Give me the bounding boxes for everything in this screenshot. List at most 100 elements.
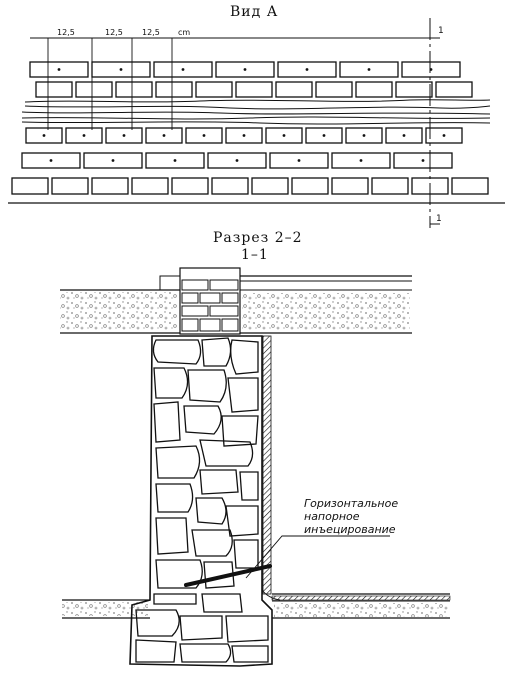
brick [145,127,183,144]
injection-point [421,159,425,162]
section-mark-top: 1 [438,26,444,36]
rubble-stone [153,367,189,399]
brick [331,152,391,169]
injection-point [162,134,166,137]
brick [91,61,151,78]
injection-point [367,68,371,71]
rubble-stone [179,643,232,663]
section-view [60,267,451,667]
brick [345,127,383,144]
brick [155,81,193,98]
brick [411,177,449,195]
brick [277,61,337,78]
rubble-stone [135,609,180,637]
brick [51,177,89,195]
brick [395,81,433,98]
injection-point [359,159,363,162]
brick [75,81,113,98]
upper-bricks [181,279,239,332]
dimension-label-3: 12,5 [142,28,160,37]
injection-point [362,134,366,137]
brick [451,177,489,195]
injection-note-line-1: Горизонтальное [304,497,399,510]
injection-point [111,159,115,162]
brick [131,177,169,195]
brick [355,81,393,98]
brick [269,152,329,169]
rubble-stone [201,593,243,613]
injection-point [122,134,126,137]
section-title: Разрез 2–2 [213,230,303,246]
injection-point [181,68,185,71]
rubble-stone [153,401,181,443]
injection-note-line-2: напорное [304,510,360,523]
brick-wall [11,61,489,195]
plaster-band-2 [24,105,491,110]
plaster-band-5 [21,121,491,125]
brick [209,279,239,291]
brick [221,292,239,304]
brick [195,81,233,98]
brick [185,127,223,144]
injection-point [322,134,326,137]
injection-point [235,159,239,162]
dimension-label-2: 12,5 [105,28,123,37]
brick [251,177,289,195]
brick [11,177,49,195]
dimension-unit: cm [178,28,191,37]
plaster-band-1 [24,99,491,103]
brick [435,81,473,98]
lower-slab-gravel-left [62,602,148,616]
brick [209,305,239,317]
rubble-stone [199,469,239,495]
injection-point [173,159,177,162]
upper-slab-gravel-right [242,293,410,331]
brick [385,127,423,144]
brick [401,61,461,78]
brick [235,81,273,98]
injection-pipe [184,564,272,587]
brick [315,81,353,98]
injection-point [297,159,301,162]
brick [181,292,199,304]
injection-point [402,134,406,137]
rubble-stone [155,445,201,479]
brick [65,127,103,144]
injection-point [57,68,61,71]
waterproofing-layer [262,335,272,595]
dimension-label-1: 12,5 [57,28,75,37]
plaster-band-3 [21,111,491,115]
rubble-stone [191,529,233,557]
brick-ledge-left [159,275,181,291]
brick [21,152,81,169]
brick [115,81,153,98]
brick [265,127,303,144]
rubble-stone [201,337,232,367]
brick [305,127,343,144]
brick [331,177,369,195]
rubble-stone [233,539,259,569]
injection-point [243,68,247,71]
brick [29,61,89,78]
brick [181,279,209,291]
injection-note-line-3: инъецирование [304,523,396,536]
brick [153,61,213,78]
brick [91,177,129,195]
rubble-stone [227,377,259,413]
rubble-stone [239,471,259,501]
rubble-stone [155,559,203,589]
brick [35,81,73,98]
brick [221,318,239,332]
note-leader-line [245,535,390,579]
brick [215,61,275,78]
brick [225,127,263,144]
brick [83,152,143,169]
view-a-title: Вид А [230,4,279,20]
brick [25,127,63,144]
injection-point [42,134,46,137]
injection-point [305,68,309,71]
brick [145,152,205,169]
brick [199,292,221,304]
